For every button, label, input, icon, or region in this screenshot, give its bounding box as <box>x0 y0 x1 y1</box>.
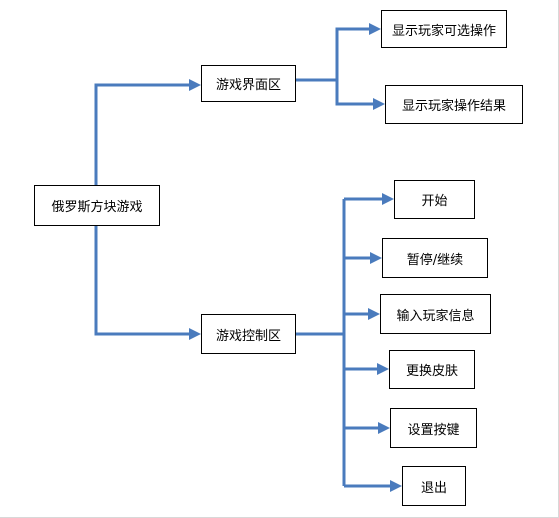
edge-interface-to-options <box>296 27 371 82</box>
arrow-to-control <box>189 328 201 340</box>
arrow-to-results <box>373 98 385 110</box>
show-options-node: 显示玩家可选操作 <box>381 10 507 48</box>
player-info-node: 输入玩家信息 <box>380 294 491 334</box>
arrow-to-player-info <box>368 308 380 320</box>
root-node: 俄罗斯方块游戏 <box>34 185 160 226</box>
arrow-to-interface <box>189 79 201 91</box>
arrow-to-start <box>382 193 394 205</box>
exit-node: 退出 <box>402 466 466 506</box>
arrow-to-options <box>369 23 381 35</box>
pause-resume-node: 暂停/继续 <box>382 238 488 278</box>
arrow-to-skin <box>377 363 389 375</box>
change-skin-node: 更换皮肤 <box>389 350 475 389</box>
edge-interface-to-results <box>335 80 375 106</box>
edge-root-to-interface <box>94 83 191 185</box>
start-node: 开始 <box>394 180 475 219</box>
interface-area-node: 游戏界面区 <box>201 65 296 102</box>
set-keys-node: 设置按键 <box>390 408 477 448</box>
control-area-node: 游戏控制区 <box>201 314 296 354</box>
show-results-node: 显示玩家操作结果 <box>385 85 523 124</box>
arrow-to-keys <box>378 422 390 434</box>
edge-root-to-control <box>94 226 191 336</box>
arrow-to-exit <box>390 480 402 492</box>
arrow-to-pause <box>370 252 382 264</box>
